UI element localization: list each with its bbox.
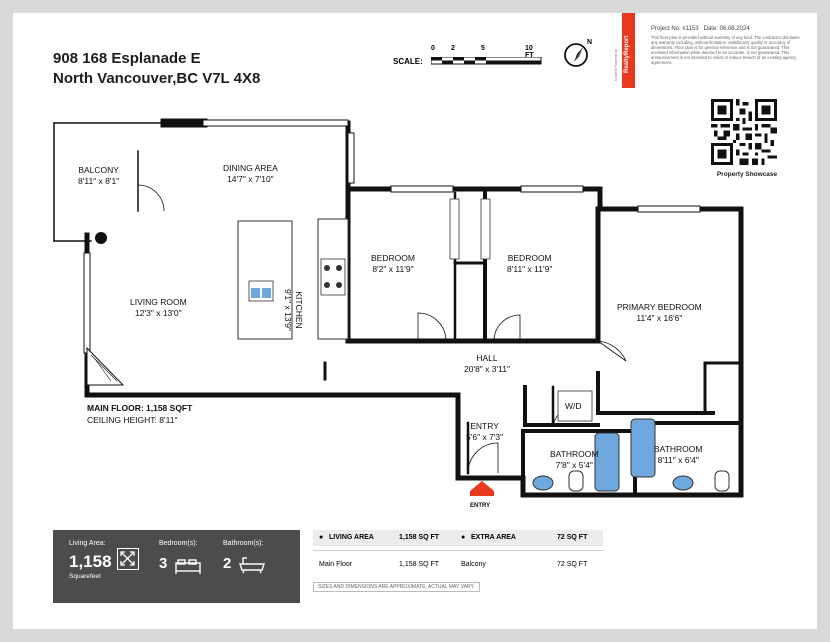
scale-bar-graphic	[431, 57, 542, 65]
qr-code-icon	[711, 99, 777, 165]
extra-area-total: 72 SQ FT	[557, 534, 588, 541]
living-area-header: LIVING AREA	[329, 534, 374, 541]
room-bedroom-2-name: BEDROOM	[507, 253, 552, 263]
room-kitchen-dims: 9'1" x 13'9"	[283, 289, 293, 331]
living-area-value: 1,158	[69, 552, 112, 571]
room-primary-bedroom-dims: 11'4" x 16'6"	[636, 313, 683, 323]
compass: N	[563, 39, 593, 69]
room-kitchen: KITCHEN 9'1" x 13'9"	[282, 270, 304, 350]
room-primary-bedroom-name: PRIMARY BEDROOM	[617, 302, 702, 312]
area-table-divider	[313, 550, 603, 551]
room-hall-dims: 20'8" x 3'11"	[464, 364, 510, 374]
bathrooms-label: Bathroom(s):	[223, 540, 264, 547]
room-kitchen-name: KITCHEN	[294, 291, 304, 329]
scale-tick-0: 0	[431, 45, 435, 52]
bullet-extra: ●	[461, 534, 466, 541]
summary-panel: Living Area: 1,158 Squarefeet Bedroom(s)…	[53, 530, 300, 603]
scale-tick-10: 10 FT	[525, 45, 534, 59]
bedrooms-value: 3	[159, 555, 168, 572]
entry-marker-label: ENTRY	[470, 503, 491, 509]
room-dining-dims: 14'7" x 7'10"	[227, 174, 274, 184]
living-area-unit: Squarefeet	[69, 573, 101, 580]
project-info: Project No: #1153 Date: 06.08.2024	[651, 26, 750, 32]
scale-tick-5: 5	[481, 45, 485, 52]
room-hall-name: HALL	[476, 353, 498, 363]
room-living: LIVING ROOM 12'3" x 13'0"	[130, 297, 187, 319]
room-bathroom-2: BATHROOM 8'11" x 6'4"	[654, 444, 702, 466]
main-floor-label: MAIN FLOOR: 1,158 SQFT	[87, 403, 193, 413]
room-bathroom-1-name: BATHROOM	[550, 449, 599, 459]
extra-area-header: EXTRA AREA	[471, 534, 516, 541]
room-bathroom-1: BATHROOM 7'8" x 5'4"	[550, 449, 598, 471]
row-balcony-value: 72 SQ FT	[557, 561, 588, 568]
floor-plan-page: 908 168 Esplanade E North Vancouver,BC V…	[13, 13, 817, 629]
room-primary-bedroom: PRIMARY BEDROOM 11'4" x 16'6"	[617, 302, 702, 324]
room-bedroom-1-dims: 8'2" x 11'9"	[372, 264, 414, 274]
ceiling-height: CEILING HEIGHT: 8'11"	[87, 415, 178, 425]
room-wd-name: W/D	[565, 401, 582, 411]
room-bedroom-2: BEDROOM 8'11" x 11'9"	[507, 253, 552, 275]
room-dining-name: DINING AREA	[223, 163, 278, 173]
room-bedroom-2-dims: 8'11" x 11'9"	[507, 264, 553, 274]
scale-label: SCALE:	[393, 57, 423, 66]
room-wd: W/D	[565, 401, 582, 412]
room-hall: HALL 20'8" x 3'11"	[464, 353, 510, 375]
area-table: ● LIVING AREA 1,158 SQ FT ● EXTRA AREA 7…	[313, 530, 603, 596]
room-living-name: LIVING ROOM	[130, 297, 187, 307]
address-line-1: 908 168 Esplanade E	[53, 50, 201, 67]
disclaimer-text: This floor plan is provided without warr…	[651, 35, 800, 65]
room-entry-name: ENTRY	[470, 421, 499, 431]
bedrooms-label: Bedroom(s):	[159, 540, 198, 547]
living-area-total: 1,158 SQ FT	[399, 534, 440, 541]
room-bedroom-1-name: BEDROOM	[371, 253, 415, 263]
scale-tick-2: 2	[451, 45, 455, 52]
row-main-floor-name: Main Floor	[319, 561, 353, 568]
bed-icon	[174, 557, 202, 580]
room-bathroom-1-dims: 7'8" x 5'4"	[555, 460, 593, 470]
compass-icon	[564, 43, 588, 67]
room-balcony: BALCONY 8'11" x 8'1"	[78, 165, 119, 187]
bathtub-icon	[237, 555, 267, 580]
floor-plan-drawing	[53, 118, 744, 498]
brand-tab: RealtyReport	[622, 13, 635, 88]
compass-north-label: N	[587, 39, 593, 46]
bathrooms-value: 2	[223, 555, 232, 572]
project-date: Date: 06.08.2024	[703, 26, 750, 32]
qr-code[interactable]	[711, 99, 777, 170]
room-living-dims: 12'3" x 13'0"	[135, 308, 182, 318]
room-bathroom-2-dims: 8'11" x 6'4"	[657, 455, 699, 465]
scale-bar: SCALE: 0 2 5 10 FT	[393, 45, 543, 75]
bullet-living: ●	[319, 534, 324, 541]
room-bathroom-2-name: BATHROOM	[654, 444, 703, 454]
expand-area-icon	[117, 548, 139, 570]
address-line-2: North Vancouver,BC V7L 4X8	[53, 70, 261, 87]
room-balcony-dims: 8'11" x 8'1"	[78, 176, 120, 186]
room-dining: DINING AREA 14'7" x 7'10"	[223, 163, 278, 185]
area-table-header	[313, 530, 603, 546]
room-entry-dims: 5'6" x 7'3"	[466, 432, 504, 442]
project-number: Project No: #1153	[651, 26, 699, 32]
room-bedroom-1: BEDROOM 8'2" x 11'9"	[371, 253, 415, 275]
room-balcony-name: BALCONY	[78, 165, 119, 175]
area-table-note: SIZES AND DIMENSIONS ARE APPROXIMATE, AC…	[313, 582, 480, 592]
row-balcony-name: Balcony	[461, 561, 486, 568]
main-floor-info: MAIN FLOOR: 1,158 SQFT CEILING HEIGHT: 8…	[87, 402, 192, 426]
room-entry: ENTRY 5'6" x 7'3"	[466, 421, 503, 443]
living-area-label: Living Area:	[69, 540, 106, 547]
qr-caption: Property Showcase	[716, 171, 778, 178]
row-main-floor-value: 1,158 SQ FT	[399, 561, 440, 568]
